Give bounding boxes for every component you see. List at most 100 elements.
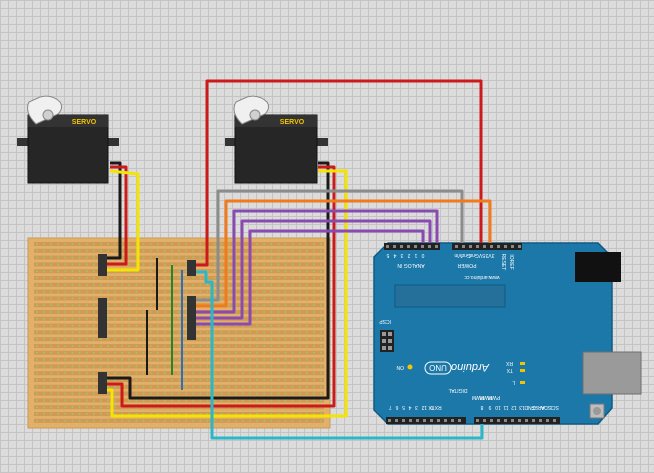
header-pin[interactable] [388,419,391,422]
strip-hole [114,304,117,307]
strip-hole [256,324,259,327]
strip-hole [192,249,195,252]
strip-hole [78,324,81,327]
header-pin[interactable] [483,245,486,248]
header-pin[interactable] [437,419,440,422]
strip-hole [227,270,230,273]
strip-hole [71,304,74,307]
header-pin[interactable] [511,245,514,248]
strip-hole [128,365,131,368]
strip-hole [135,351,138,354]
strip-hole [121,290,124,293]
header-pin[interactable] [393,245,396,248]
header-pin[interactable] [414,245,417,248]
strip-hole [312,331,315,334]
strip-hole [277,385,280,388]
strip-hole [78,270,81,273]
strip-hole [163,331,166,334]
header-pin[interactable] [469,245,472,248]
header-pin[interactable] [416,419,419,422]
digital-label: DIGITAL [448,387,467,393]
header-pin[interactable] [539,419,542,422]
strip-hole [78,351,81,354]
header-pin[interactable] [430,419,433,422]
header-pin[interactable] [407,245,410,248]
strip-hole [320,358,322,361]
strip-hole [270,338,273,341]
header-pin[interactable] [428,245,431,248]
strip-hole [270,324,273,327]
header-pin[interactable] [525,419,528,422]
strip-hole [135,399,138,402]
header-pin[interactable] [511,419,514,422]
header-pin[interactable] [458,419,461,422]
header-pin[interactable] [451,419,454,422]
strip-hole [256,372,259,375]
stripboard [27,237,331,429]
strip-hole [320,324,322,327]
strip-hole [277,283,280,286]
strip-hole [312,277,315,279]
strip-hole [57,413,60,415]
strip-hole [320,249,322,252]
header-pin[interactable] [476,419,479,422]
header-pin[interactable] [546,419,549,422]
strip-hole [263,317,266,320]
strip-hole [107,283,109,286]
strip-hole [149,345,152,347]
strip-hole [256,249,259,252]
header-pin[interactable] [553,419,556,422]
strip-hole [107,413,109,415]
header-pin[interactable] [476,245,479,248]
strip-hole [92,256,95,259]
header-pin[interactable] [462,245,465,248]
strip-hole [149,338,152,341]
header-pin[interactable] [423,419,426,422]
strip-hole [291,324,294,327]
strip-hole [85,324,88,327]
header-pin[interactable] [518,419,521,422]
header-pin[interactable] [409,419,412,422]
analog-pin-label: 4 [393,252,396,258]
strip-hole [85,345,88,347]
strip-hole [50,277,53,279]
strip-hole [43,379,46,381]
header-pin[interactable] [400,245,403,248]
header-pin[interactable] [444,419,447,422]
strip-hole [71,413,74,415]
strip-hole [85,297,88,300]
strip-hole [156,351,159,354]
header-pin[interactable] [497,419,500,422]
strip-hole [320,297,322,300]
header-pin[interactable] [518,245,521,248]
strip-hole [305,311,308,313]
header-pin[interactable] [490,245,493,248]
header-pin[interactable] [504,245,507,248]
header-pin[interactable] [395,419,398,422]
strip-hole [36,317,38,320]
header-pin[interactable] [483,419,486,422]
reset-button-cap[interactable] [593,407,601,415]
digital-pin-label: 2 [421,404,424,410]
header-pin[interactable] [421,245,424,248]
strip-hole [57,419,60,422]
strip-hole [178,297,180,300]
header-pin[interactable] [455,245,458,248]
strip-hole [227,304,230,307]
strip-hole [57,345,60,347]
header-middle [98,298,107,338]
header-pin[interactable] [497,245,500,248]
header-pin[interactable] [532,419,535,422]
strip-hole [99,283,102,286]
strip-hole [156,365,159,368]
strip-hole [99,365,102,368]
strip-hole [256,290,259,293]
strip-hole [121,304,124,307]
strip-hole [234,345,237,347]
header-pin[interactable] [386,245,389,248]
header-pin[interactable] [504,419,507,422]
header-pin[interactable] [435,245,438,248]
header-pin[interactable] [402,419,405,422]
strip-hole [128,263,131,266]
header-pin[interactable] [490,419,493,422]
